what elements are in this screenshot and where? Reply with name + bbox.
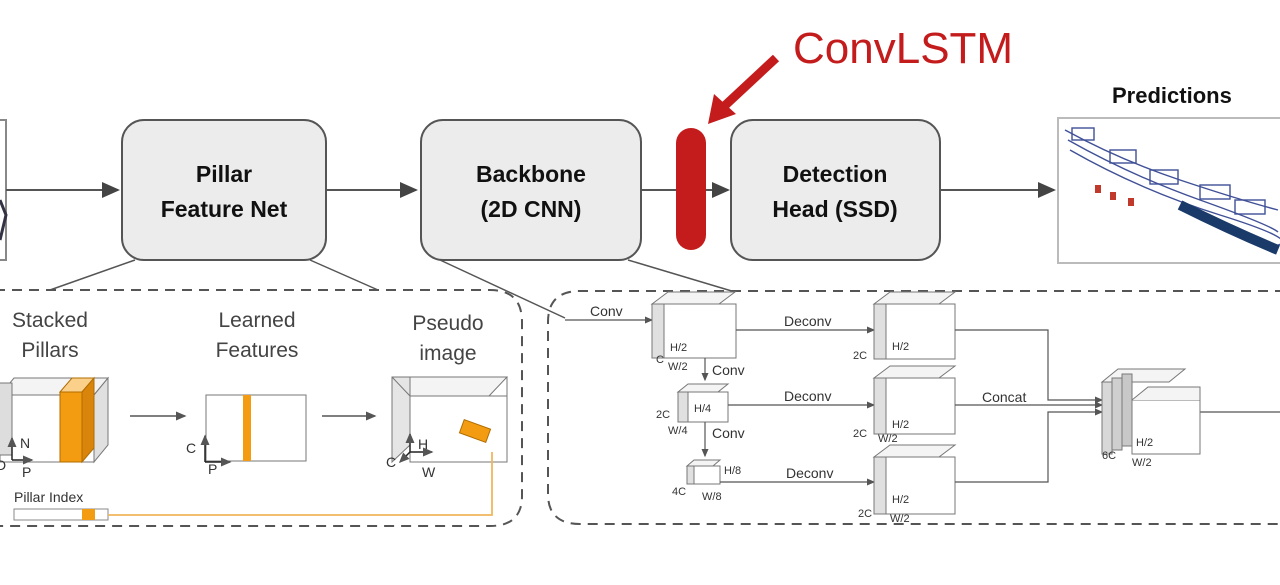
dim-h2-up-1: H/2 xyxy=(892,341,909,353)
concatenated-block: 6C H/2 W/2 xyxy=(1100,368,1201,469)
detail-connector-lines xyxy=(49,259,736,319)
axis-c-label-pseudo: C xyxy=(386,454,396,470)
dim-h2-up-2: H/2 xyxy=(892,419,909,431)
pillar-feature-net-label-1: Pillar xyxy=(196,161,252,187)
deconv-label-3: Deconv xyxy=(786,465,833,481)
backbone-detail-panel: Conv C H/2 W/2 Conv 2C H/4 W/4 Conv xyxy=(547,290,1280,525)
detection-head-label-1: Detection xyxy=(783,161,888,187)
learned-features-label-2: Features xyxy=(216,339,299,362)
detection-head-block: Detection Head (SSD) xyxy=(730,119,941,261)
axis-w-label: W xyxy=(422,464,436,480)
axis-n-label: N xyxy=(20,435,30,451)
dim-w2-concat: W/2 xyxy=(1132,457,1152,469)
pillar-index-label: Pillar Index xyxy=(14,489,83,505)
dim-6c: 6C xyxy=(1102,450,1116,462)
dim-h2-concat: H/2 xyxy=(1136,437,1153,449)
backbone-label-1: Backbone xyxy=(476,161,586,187)
convlstm-module: ConvLSTM xyxy=(676,24,1013,250)
concat-lines xyxy=(955,329,1280,483)
pillar-feature-net-label-2: Feature Net xyxy=(161,196,288,222)
input-pointcloud-image xyxy=(0,119,8,261)
backbone-label-2: (2D CNN) xyxy=(481,196,582,222)
dim-h4: H/4 xyxy=(694,403,711,415)
upsampled-block-3: 2C H/2 W/2 xyxy=(858,444,957,525)
convlstm-label: ConvLSTM xyxy=(793,24,1013,73)
upsampled-block-1: 2C H/2 xyxy=(853,291,957,362)
pfn-detail-panel: Stacked Pillars Learned Features Pseudo … xyxy=(0,289,523,527)
dim-h2-up-3: H/2 xyxy=(892,494,909,506)
upsampled-block-2: 2C H/2 W/2 xyxy=(853,365,957,445)
learned-features-label-1: Learned xyxy=(218,309,295,332)
concat-label: Concat xyxy=(982,389,1026,405)
pillar-feature-net-block: Pillar Feature Net xyxy=(121,119,327,261)
backbone-block-2: 2C H/4 W/4 xyxy=(656,383,730,437)
stacked-pillars-label-1: Stacked xyxy=(12,309,88,332)
axis-d-label: D xyxy=(0,457,6,473)
deconv-label-2: Deconv xyxy=(784,388,831,404)
learned-features-matrix: C P xyxy=(186,394,307,477)
dim-2c-up-2: 2C xyxy=(853,428,867,440)
dim-h2-1: H/2 xyxy=(670,342,687,354)
axis-p-label-learned: P xyxy=(208,461,217,477)
conv-label-2: Conv xyxy=(712,362,745,378)
dim-w4: W/4 xyxy=(668,425,688,437)
dim-2c-up-1: 2C xyxy=(853,350,867,362)
dim-w2-1: W/2 xyxy=(668,361,688,373)
dim-2c-up-3: 2C xyxy=(858,508,872,520)
axis-p-label: P xyxy=(22,464,31,480)
backbone-block: Backbone (2D CNN) xyxy=(420,119,642,261)
dim-h8: H/8 xyxy=(724,465,741,477)
predictions-image: Predictions xyxy=(1057,83,1280,264)
stacked-pillars-cube: N P D xyxy=(0,376,110,480)
axis-h-label: H xyxy=(418,436,428,452)
conv-label-3: Conv xyxy=(712,425,745,441)
backbone-block-3: H/8 4C W/8 xyxy=(672,459,741,503)
dim-2c-1: 2C xyxy=(656,409,670,421)
pseudo-image-cube: H C W xyxy=(386,376,509,480)
dim-w2-up-3: W/2 xyxy=(890,513,910,525)
dim-4c: 4C xyxy=(672,486,686,498)
pillar-index-bar: Pillar Index xyxy=(13,452,493,521)
conv-label-1: Conv xyxy=(590,303,623,319)
axis-c-label-learned: C xyxy=(186,440,196,456)
stacked-pillars-label-2: Pillars xyxy=(21,339,78,362)
dim-w2-up-2: W/2 xyxy=(878,433,898,445)
dim-w8: W/8 xyxy=(702,491,722,503)
dim-c-1: C xyxy=(656,354,664,366)
backbone-block-1: C H/2 W/2 xyxy=(650,291,737,373)
deconv-label-1: Deconv xyxy=(784,313,831,329)
detection-head-label-2: Head (SSD) xyxy=(772,196,897,222)
pseudo-image-label-2: image xyxy=(419,342,476,365)
pseudo-image-label-1: Pseudo xyxy=(412,312,483,335)
predictions-label: Predictions xyxy=(1112,83,1232,108)
